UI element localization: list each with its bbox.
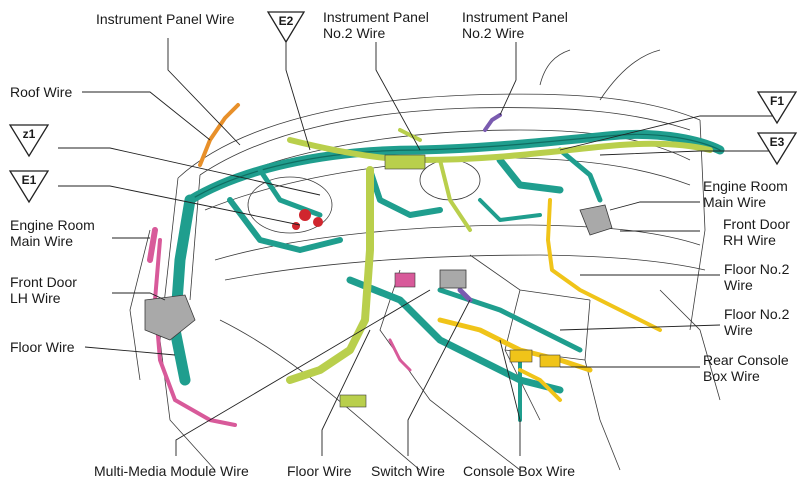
front-door-lh-module — [144, 294, 196, 341]
svg-text:E1: E1 — [22, 173, 37, 187]
marker-e1: E1 — [8, 170, 50, 204]
svg-text:E2: E2 — [279, 14, 294, 28]
floor-no2-wire-yellow — [546, 198, 662, 332]
label-rear-console-box-wire: Rear Console Box Wire — [703, 352, 793, 384]
marker-z1: z1 — [8, 124, 50, 158]
label-instrument-panel-wire: Instrument Panel Wire — [96, 11, 235, 27]
label-multi-media-module-wire: Multi-Media Module Wire — [94, 463, 249, 479]
label-front-door-rh-wire: Front Door RH Wire — [723, 216, 794, 248]
label-floor-no2-wire-upper: Floor No.2 Wire — [724, 261, 793, 293]
svg-text:E3: E3 — [770, 135, 785, 149]
svg-text:z1: z1 — [23, 127, 36, 141]
instrument-panel-left-branch — [169, 194, 196, 386]
label-floor-wire-left: Floor Wire — [10, 339, 75, 355]
marker-f1: F1 — [756, 91, 798, 125]
front-door-rh-module — [579, 204, 613, 236]
label-instrument-panel-no2-wire-b: Instrument Panel No.2 Wire — [462, 9, 572, 41]
label-floor-no2-wire-lower: Floor No.2 Wire — [724, 306, 793, 338]
label-switch-wire: Switch Wire — [371, 463, 445, 479]
label-floor-wire-bottom: Floor Wire — [287, 463, 352, 479]
floor-wire-pink — [153, 238, 237, 427]
label-engine-room-main-wire-right: Engine Room Main Wire — [703, 178, 792, 210]
leader-lines — [58, 38, 777, 456]
label-roof-wire: Roof Wire — [10, 84, 72, 100]
label-console-box-wire: Console Box Wire — [463, 463, 575, 479]
callout-labels: Instrument Panel Wire Instrument Panel N… — [10, 9, 794, 479]
label-front-door-lh-wire: Front Door LH Wire — [10, 274, 81, 306]
marker-e3: E3 — [756, 132, 798, 166]
svg-text:F1: F1 — [770, 94, 784, 108]
lime-harness — [287, 137, 713, 163]
label-engine-room-main-wire-left: Engine Room Main Wire — [10, 217, 99, 249]
vehicle-interior-outline — [129, 49, 721, 471]
multi-media-module — [439, 269, 467, 289]
roof-wire-orange — [198, 103, 240, 167]
marker-e2: E2 — [266, 11, 306, 44]
wire-harnesses — [144, 103, 725, 427]
label-instrument-panel-no2-wire-a: Instrument Panel No.2 Wire — [323, 9, 433, 41]
floor-wire-harness — [346, 276, 564, 394]
